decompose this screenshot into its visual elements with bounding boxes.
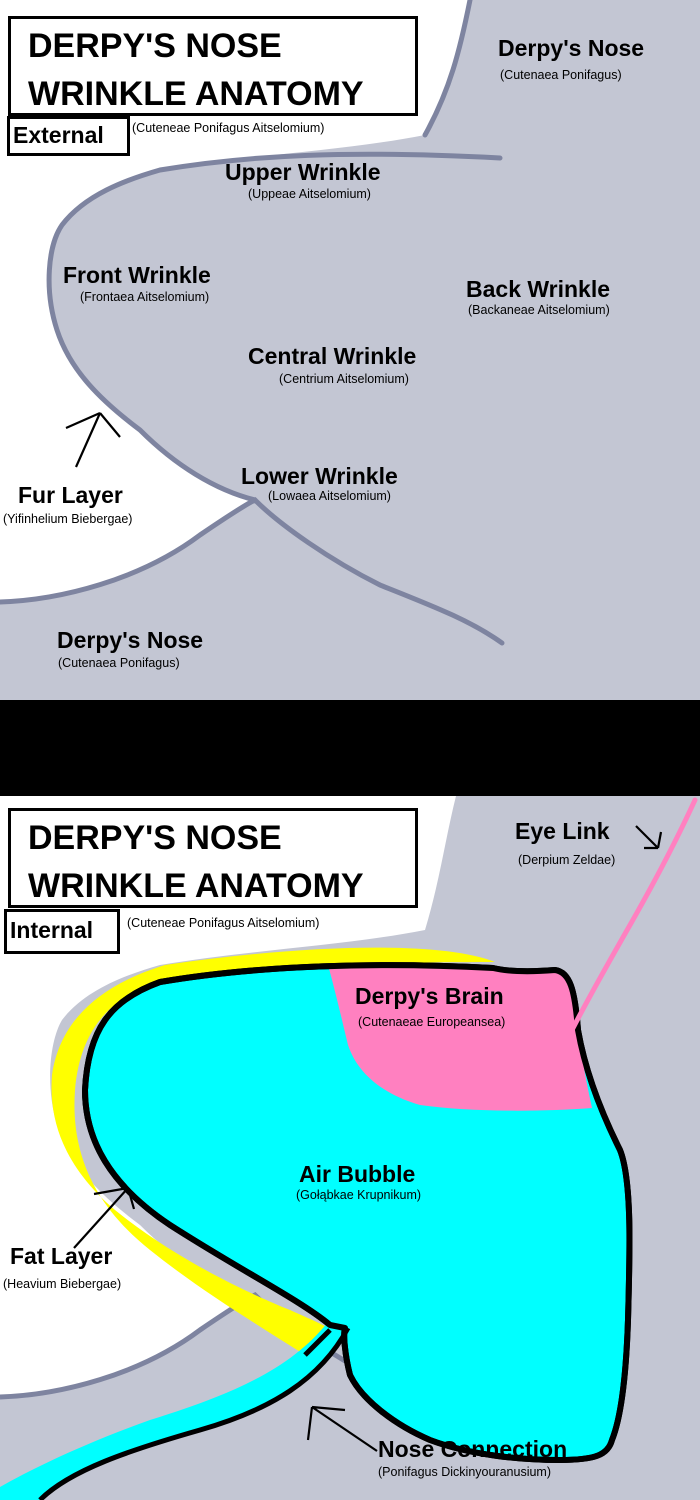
external-title-box: DERPY'S NOSE WRINKLE ANATOMY [8, 16, 418, 116]
fur-layer-label: Fur Layer [18, 482, 123, 508]
nose-skin-top [0, 0, 700, 700]
air-bubble-sub: (Gołąbkae Krupnikum) [296, 1188, 422, 1202]
nose-top-sub: (Cutenaea Ponifagus) [500, 68, 622, 82]
separator-bar [0, 700, 700, 796]
external-tag-box: External [7, 116, 130, 156]
lower-wrinkle-label: Lower Wrinkle [241, 463, 398, 489]
brain-region [328, 963, 592, 1111]
brain-sub: (Cutenaeae Europeansea) [358, 1015, 506, 1029]
internal-title-line-1: DERPY'S NOSE [28, 819, 282, 857]
fat-layer-sub: (Heavium Biebergae) [3, 1277, 122, 1291]
lower-wrinkle-sub: (Lowaea Aitselomium) [268, 489, 391, 503]
internal-tag-sub: (Cuteneae Ponifagus Aitselomium) [127, 916, 320, 930]
eye-link-sub: (Derpium Zeldae) [518, 853, 616, 867]
external-title-line-1: DERPY'S NOSE [28, 27, 282, 65]
air-bubble-label: Air Bubble [299, 1161, 416, 1187]
external-tag-sub: (Cuteneae Ponifagus Aitselomium) [132, 121, 325, 135]
nose-bottom-sub: (Cutenaea Ponifagus) [58, 656, 180, 670]
channel-outline [38, 1326, 351, 1500]
internal-title-line-2: WRINKLE ANATOMY [28, 867, 364, 905]
central-wrinkle-label: Central Wrinkle [248, 343, 417, 369]
brain-label: Derpy's Brain [355, 983, 504, 1009]
internal-tag: Internal [10, 917, 94, 943]
nose-connection-sub: (Ponifagus Dickinyouranusium) [378, 1465, 551, 1479]
nose-bottom-label: Derpy's Nose [57, 627, 204, 653]
back-wrinkle-label: Back Wrinkle [466, 276, 611, 302]
fat-layer-arrow [73, 1186, 136, 1249]
lower-wrinkle-line [0, 496, 505, 646]
front-wrinkle-label: Front Wrinkle [63, 262, 211, 288]
upper-wrinkle-label: Upper Wrinkle [225, 159, 381, 185]
fat-layer-region [51, 947, 496, 1355]
external-tag: External [13, 122, 104, 148]
eye-link-arrow [635, 825, 663, 850]
front-wrinkle-sub: (Frontaea Aitselomium) [80, 290, 210, 304]
upper-wrinkle-line [46, 151, 503, 503]
fur-layer-arrow [65, 411, 121, 468]
external-title-line-2: WRINKLE ANATOMY [28, 75, 364, 113]
nose-connection-label: Nose Connection [378, 1436, 568, 1462]
internal-tag-box: Internal [4, 909, 120, 954]
upper-wrinkle-sub: (Uppeae Aitselomium) [248, 187, 371, 201]
fat-layer-outline [303, 1328, 332, 1357]
eye-link-line [569, 797, 698, 1033]
fat-layer-label: Fat Layer [10, 1243, 113, 1269]
nose-connection-arrow [306, 1405, 378, 1452]
nose-top-label: Derpy's Nose [498, 35, 645, 61]
upper-wrinkle-branch [422, 0, 473, 138]
fur-layer-sub: (Yifinhelium Biebergae) [3, 512, 133, 526]
nose-connection-channel [0, 1322, 348, 1500]
back-wrinkle-sub: (Backaneae Aitselomium) [468, 303, 610, 317]
eye-link-label: Eye Link [515, 818, 610, 844]
central-wrinkle-sub: (Centrium Aitselomium) [279, 372, 409, 386]
air-bubble-outline [82, 962, 633, 1463]
internal-title-box: DERPY'S NOSE WRINKLE ANATOMY [8, 808, 418, 908]
